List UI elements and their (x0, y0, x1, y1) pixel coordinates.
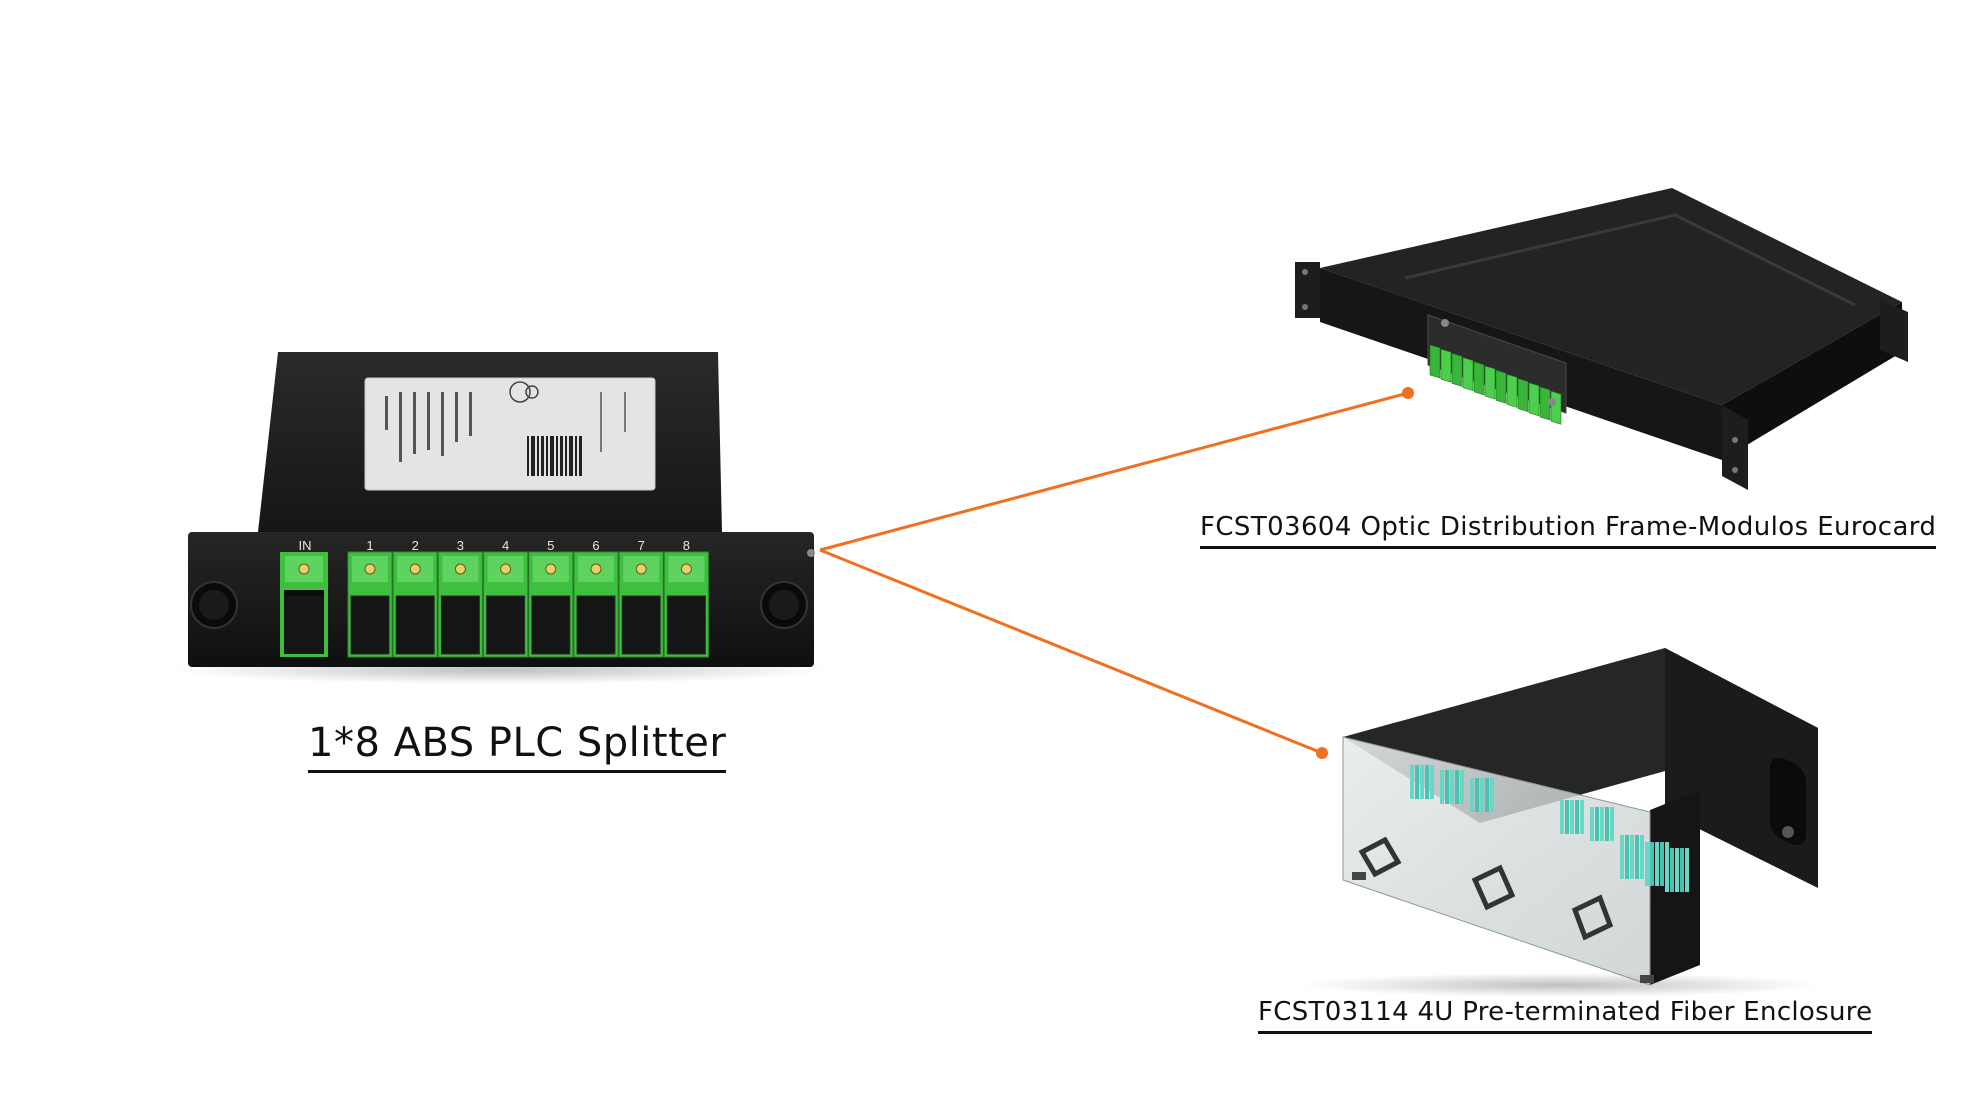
enclosure-adapter (1415, 765, 1419, 799)
connector-line-odf (819, 391, 1409, 552)
enclosure-adapter (1625, 835, 1629, 879)
enclosure-adapter (1430, 765, 1434, 799)
odf-top-surface (1320, 188, 1902, 405)
enclosure-cutouts (1358, 836, 1614, 941)
port-label-8: 8 (683, 538, 690, 553)
enclosure-adapter (1620, 835, 1624, 879)
enclosure-caption: FCST03114 4U Pre-terminated Fiber Enclos… (1258, 997, 1873, 1034)
enclosure-adapter (1590, 807, 1594, 841)
enclosure-adapter (1595, 807, 1599, 841)
enclosure-acrylic-panel (1342, 736, 1651, 986)
enclosure-adapter (1635, 835, 1639, 879)
splitter-output-ports: 1 2 3 4 5 6 7 8 (347, 538, 709, 658)
odf-adapter (1440, 348, 1452, 383)
adapter-port-5[interactable] (528, 551, 574, 658)
odf-adapter (1495, 369, 1507, 404)
odf-adapter (1517, 378, 1529, 413)
odf-adapter (1429, 344, 1441, 379)
connector-dot-odf (1402, 387, 1414, 399)
enclosure-adapter (1565, 800, 1569, 834)
enclosure-adapter (1410, 765, 1414, 799)
enclosure-adapter (1480, 778, 1484, 812)
port-label-6: 6 (592, 538, 599, 553)
plc-splitter-image: IN 1 2 3 4 5 6 7 8 (170, 352, 830, 684)
fiber-enclosure-image (1300, 648, 1820, 997)
enclosure-adapter (1605, 807, 1609, 841)
enclosure-adapter (1470, 778, 1474, 812)
port-label-7: 7 (638, 538, 645, 553)
enclosure-adapter (1660, 842, 1664, 886)
odf-caption: FCST03604 Optic Distribution Frame-Modul… (1200, 512, 1937, 549)
adapter-port-2[interactable] (392, 551, 438, 658)
odf-adapter-row (1429, 344, 1562, 425)
right-thumbscrew (760, 581, 808, 629)
enclosure-adapter (1640, 835, 1644, 879)
left-thumbscrew (190, 581, 238, 629)
odf-adapter (1451, 352, 1463, 387)
enclosure-adapter (1440, 770, 1444, 804)
odf-rack-image (1295, 188, 1908, 490)
enclosure-adapter (1630, 835, 1634, 879)
enclosure-adapter (1610, 807, 1614, 841)
adapter-port-in[interactable] (280, 552, 328, 657)
connector-lines (819, 387, 1414, 759)
enclosure-adapter (1425, 765, 1429, 799)
connector-dot-enclosure (1316, 747, 1328, 759)
enclosure-adapter (1580, 800, 1584, 834)
enclosure-adapter (1575, 800, 1579, 834)
port-label-1: 1 (366, 538, 373, 553)
enclosure-adapter (1475, 778, 1479, 812)
odf-adapter (1550, 390, 1562, 425)
odf-adapter (1539, 386, 1551, 421)
enclosure-adapter (1560, 800, 1564, 834)
enclosure-adapter (1460, 770, 1464, 804)
enclosure-adapter (1655, 842, 1659, 886)
enclosure-adapter (1485, 778, 1489, 812)
adapter-port-7[interactable] (618, 551, 664, 658)
splitter-label-sticker (364, 377, 656, 491)
adapter-port-4[interactable] (483, 551, 529, 658)
adapter-port-1[interactable] (347, 551, 393, 658)
enclosure-adapter (1455, 770, 1459, 804)
port-label-5: 5 (547, 538, 554, 553)
enclosure-adapter (1665, 848, 1669, 892)
enclosure-adapter (1600, 807, 1604, 841)
enclosure-adapter (1570, 800, 1574, 834)
enclosure-adapter (1650, 842, 1654, 886)
odf-adapter (1506, 373, 1518, 408)
splitter-in-label: IN (299, 538, 312, 553)
enclosure-adapter (1645, 842, 1649, 886)
port-label-2: 2 (412, 538, 419, 553)
connector-line-enclosure (819, 548, 1323, 755)
enclosure-adapter (1670, 848, 1674, 892)
odf-adapter (1473, 361, 1485, 396)
odf-adapter (1462, 357, 1474, 392)
enclosure-adapters (1410, 765, 1689, 892)
port-label-4: 4 (502, 538, 509, 553)
enclosure-adapter (1685, 848, 1689, 892)
adapter-port-6[interactable] (573, 551, 619, 658)
enclosure-adapter (1445, 770, 1449, 804)
port-label-3: 3 (457, 538, 464, 553)
enclosure-adapter (1420, 765, 1424, 799)
enclosure-adapter (1675, 848, 1679, 892)
odf-adapter (1528, 382, 1540, 417)
adapter-port-8[interactable] (663, 551, 709, 658)
enclosure-adapter (1490, 778, 1494, 812)
enclosure-adapter (1450, 770, 1454, 804)
splitter-caption: 1*8 ABS PLC Splitter (308, 720, 727, 773)
adapter-port-3[interactable] (437, 551, 483, 658)
enclosure-adapter (1680, 848, 1684, 892)
odf-adapter (1484, 365, 1496, 400)
